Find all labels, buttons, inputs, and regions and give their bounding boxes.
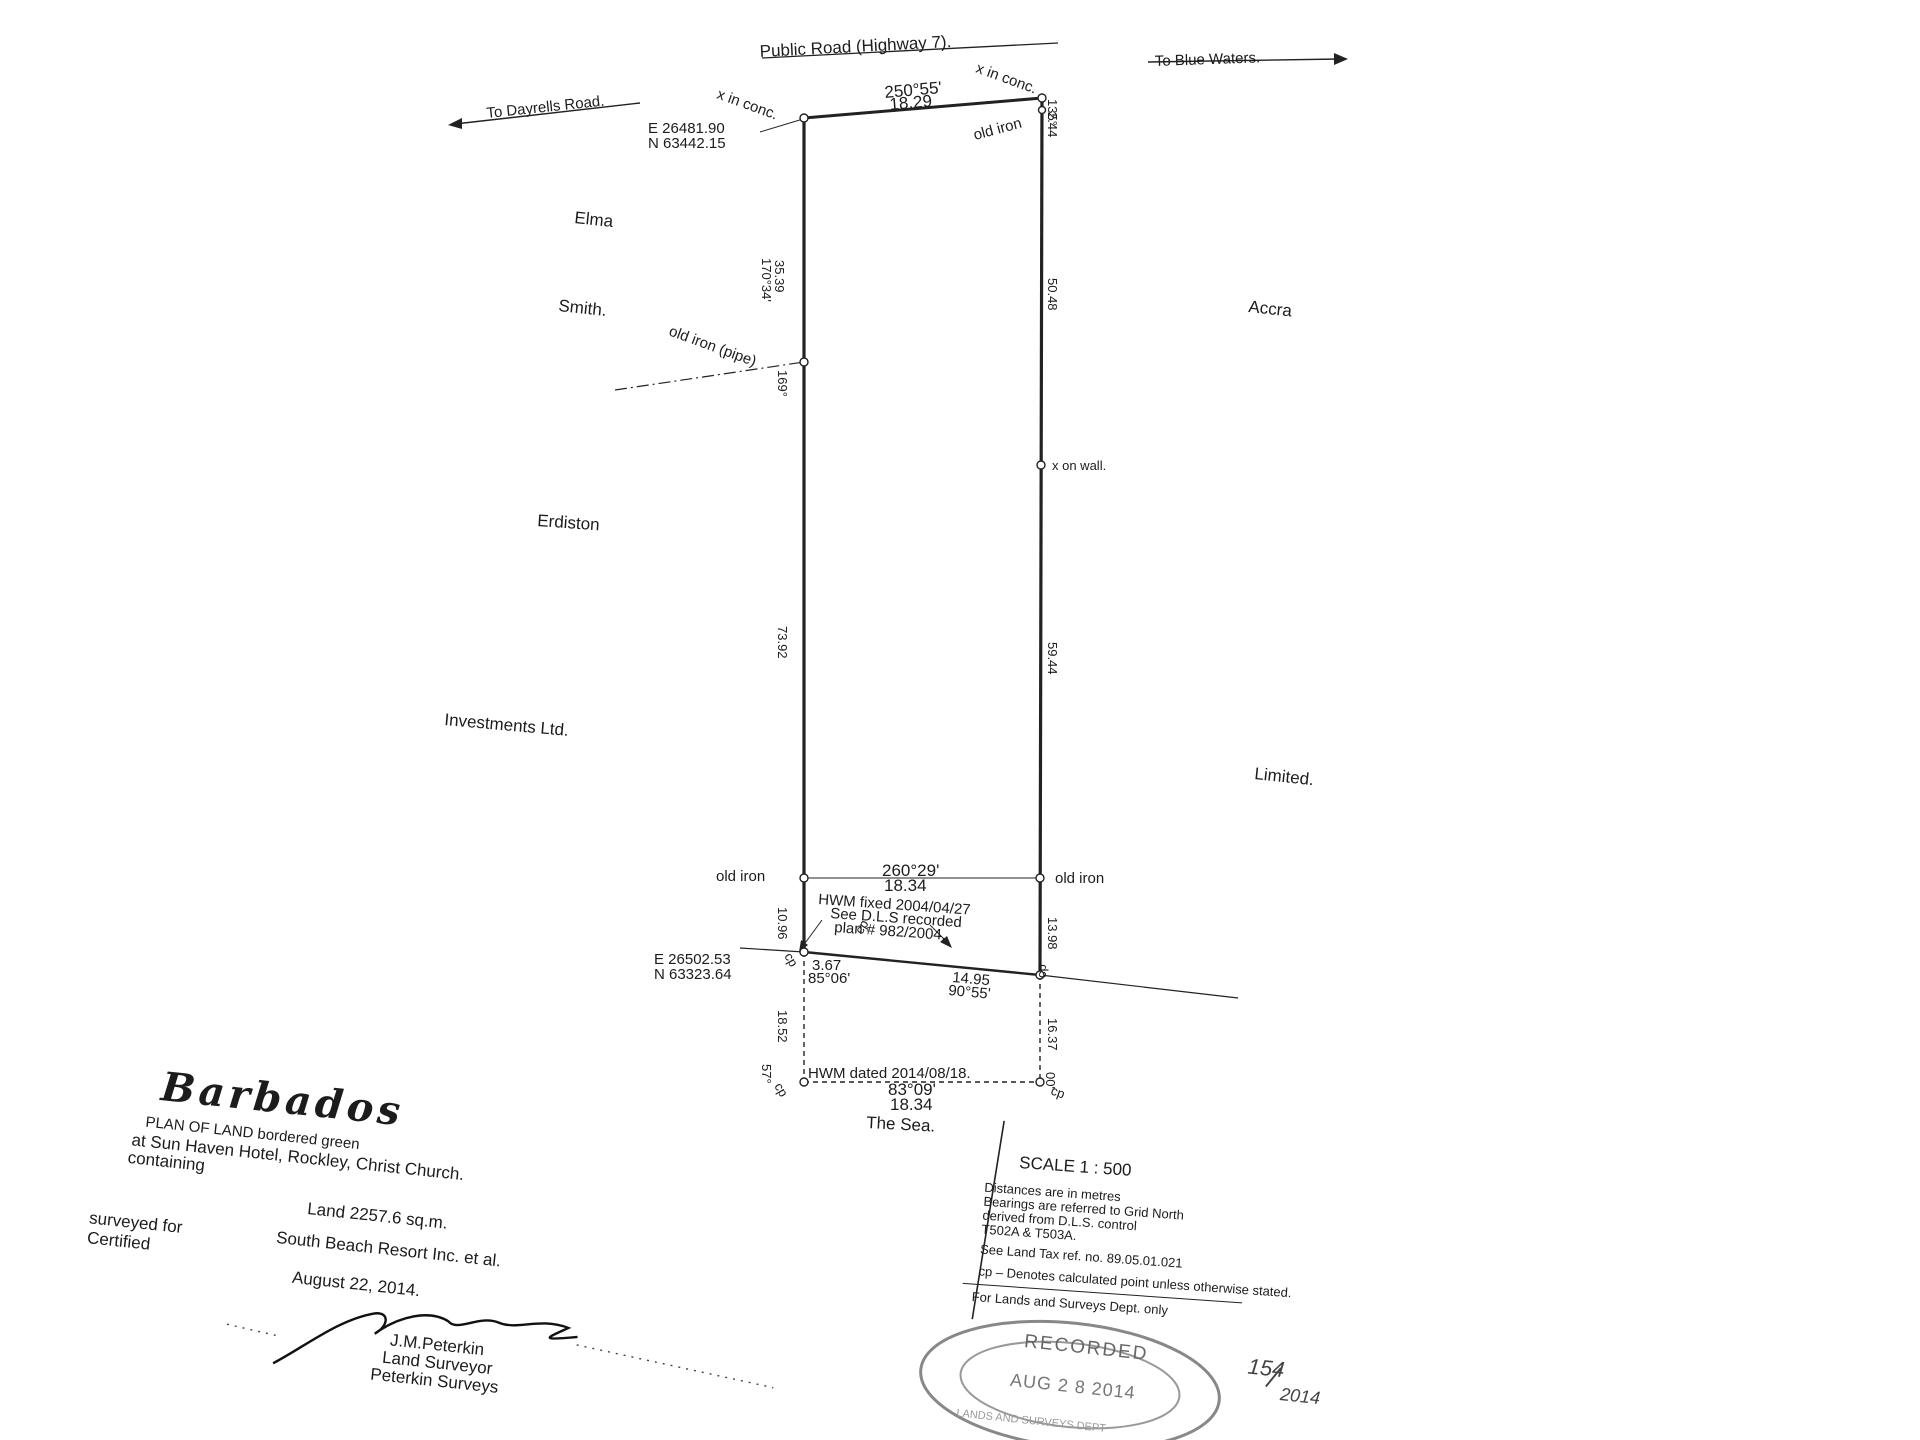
old-iron-pipe-label: old iron (pipe): [667, 323, 759, 370]
surveyed-for-client: South Beach Resort Inc. et al.: [275, 1228, 502, 1271]
west-pipe-bearing: 169°: [775, 370, 790, 397]
se-lower-cp-label: cp: [1049, 1083, 1067, 1102]
west-hwm-distance: 10.96: [775, 907, 790, 940]
north-distance: 18.29: [889, 91, 933, 114]
west-lower-distance: 18.52: [775, 1010, 790, 1043]
nw-easting: E 26481.90: [648, 120, 725, 137]
neighbour-smith: Smith.: [558, 296, 608, 320]
sw-lower-cp-label: cp: [771, 1080, 791, 1099]
title-block: Barbados PLAN OF LAND bordered green at …: [86, 1063, 774, 1397]
nw-corner-mark: [799, 113, 809, 123]
north-bearing: 250°55': [884, 78, 943, 102]
west-mid-distance: 73.92: [775, 626, 790, 659]
sw-cp-label: cp: [781, 950, 801, 969]
hwm-dated-label: HWM dated 2014/08/18.: [808, 1065, 971, 1082]
old-iron-east-label: old iron: [1055, 870, 1104, 887]
east-hwm-distance: 13.98: [1045, 917, 1060, 950]
neighbour-limited: Limited.: [1254, 764, 1315, 789]
hwm-right-bearing: 90°55': [948, 982, 992, 1003]
note-4: T502A & T503A.: [981, 1222, 1077, 1244]
stamp-recorded: RECORDED: [1023, 1331, 1149, 1365]
ne-old-iron-label: old iron: [972, 115, 1024, 144]
x-in-conc-ne: x in conc.: [974, 60, 1039, 98]
to-dayrells-label: To Dayrells Road.: [486, 93, 606, 122]
sw-easting: E 26502.53: [654, 951, 731, 968]
stamp-date: AUG 2 8 2014: [1009, 1370, 1136, 1403]
hwm-left-bearing: 85°06': [808, 970, 850, 987]
to-blue-waters-label: To Blue Waters.: [1155, 49, 1261, 70]
east-upper-distance: 50.48: [1045, 278, 1060, 311]
sw-bearing: 57°: [759, 1064, 774, 1084]
scale-label: SCALE 1 : 500: [1019, 1153, 1133, 1180]
leader-lines: [759, 118, 952, 952]
old-iron-west-label: old iron: [716, 868, 765, 885]
neighbour-sea: The Sea.: [866, 1113, 936, 1136]
notes-block: SCALE 1 : 500 Distances are in metres Be…: [962, 1120, 1292, 1320]
west-upper-bearing: 170°34': [759, 258, 774, 302]
south-bearing: 83°09': [888, 1080, 936, 1099]
road-label: Public Road (Highway 7).: [759, 32, 952, 61]
se-cp-mark: [1035, 1077, 1045, 1087]
land-area: Land 2257.6 sq.m.: [306, 1199, 448, 1233]
cross-distance: 18.34: [884, 876, 927, 895]
wall-mark: [1036, 460, 1046, 470]
hwm-right-distance: 14.95: [952, 969, 991, 989]
stamp-ref: 154: [1247, 1354, 1286, 1383]
cross-bearing: 260°29': [882, 861, 939, 880]
ne-bearing: 135°: [1045, 99, 1060, 126]
sw-hwm-mark: [799, 947, 809, 957]
parcel-outline: [614, 96, 1239, 1083]
stamp-year: 2014: [1278, 1384, 1321, 1408]
east-old-iron-mark: [1035, 873, 1045, 883]
stamp-dept: LANDS AND SURVEYS DEPT: [956, 1407, 1107, 1435]
ne-distance: 2.44: [1045, 112, 1060, 137]
hwm-left-distance: 3.67: [812, 957, 841, 974]
se-cp-label: cp: [1034, 964, 1049, 978]
neighbour-erdiston: Erdiston: [537, 511, 601, 534]
ne-old-iron-mark: [1037, 105, 1047, 115]
surveyor-signature: [272, 1312, 578, 1365]
survey-marks: [799, 93, 1047, 1087]
south-distance: 18.34: [890, 1095, 933, 1114]
sw-cp-mark: [799, 1077, 809, 1087]
se-hwm-mark: [1035, 970, 1045, 980]
ne-corner-mark: [1037, 93, 1047, 103]
west-old-iron-mark: [799, 873, 809, 883]
se-bearing: 00': [1043, 1072, 1058, 1089]
recorded-stamp: RECORDED AUG 2 8 2014 LANDS AND SURVEYS …: [919, 1319, 1321, 1440]
road-arrows: [448, 42, 1348, 129]
west-upper-distance: 35.39: [772, 260, 787, 293]
x-on-wall-label: x on wall.: [1052, 458, 1106, 473]
pipe-mark: [799, 357, 809, 367]
certified-date: August 22, 2014.: [291, 1268, 421, 1300]
sw-northing: N 63323.64: [654, 966, 732, 983]
hwm-cp-label: cp: [852, 917, 872, 936]
east-mid-distance: 59.44: [1045, 642, 1060, 675]
nw-northing: N 63442.15: [648, 135, 726, 152]
neighbour-investments: Investments Ltd.: [444, 710, 570, 740]
note-7: For Lands and Surveys Dept. only: [971, 1289, 1169, 1318]
neighbour-elma: Elma: [574, 208, 615, 231]
neighbour-accra: Accra: [1248, 297, 1294, 320]
east-lower-distance: 16.37: [1045, 1018, 1060, 1051]
x-in-conc-nw: x in conc.: [715, 86, 780, 124]
